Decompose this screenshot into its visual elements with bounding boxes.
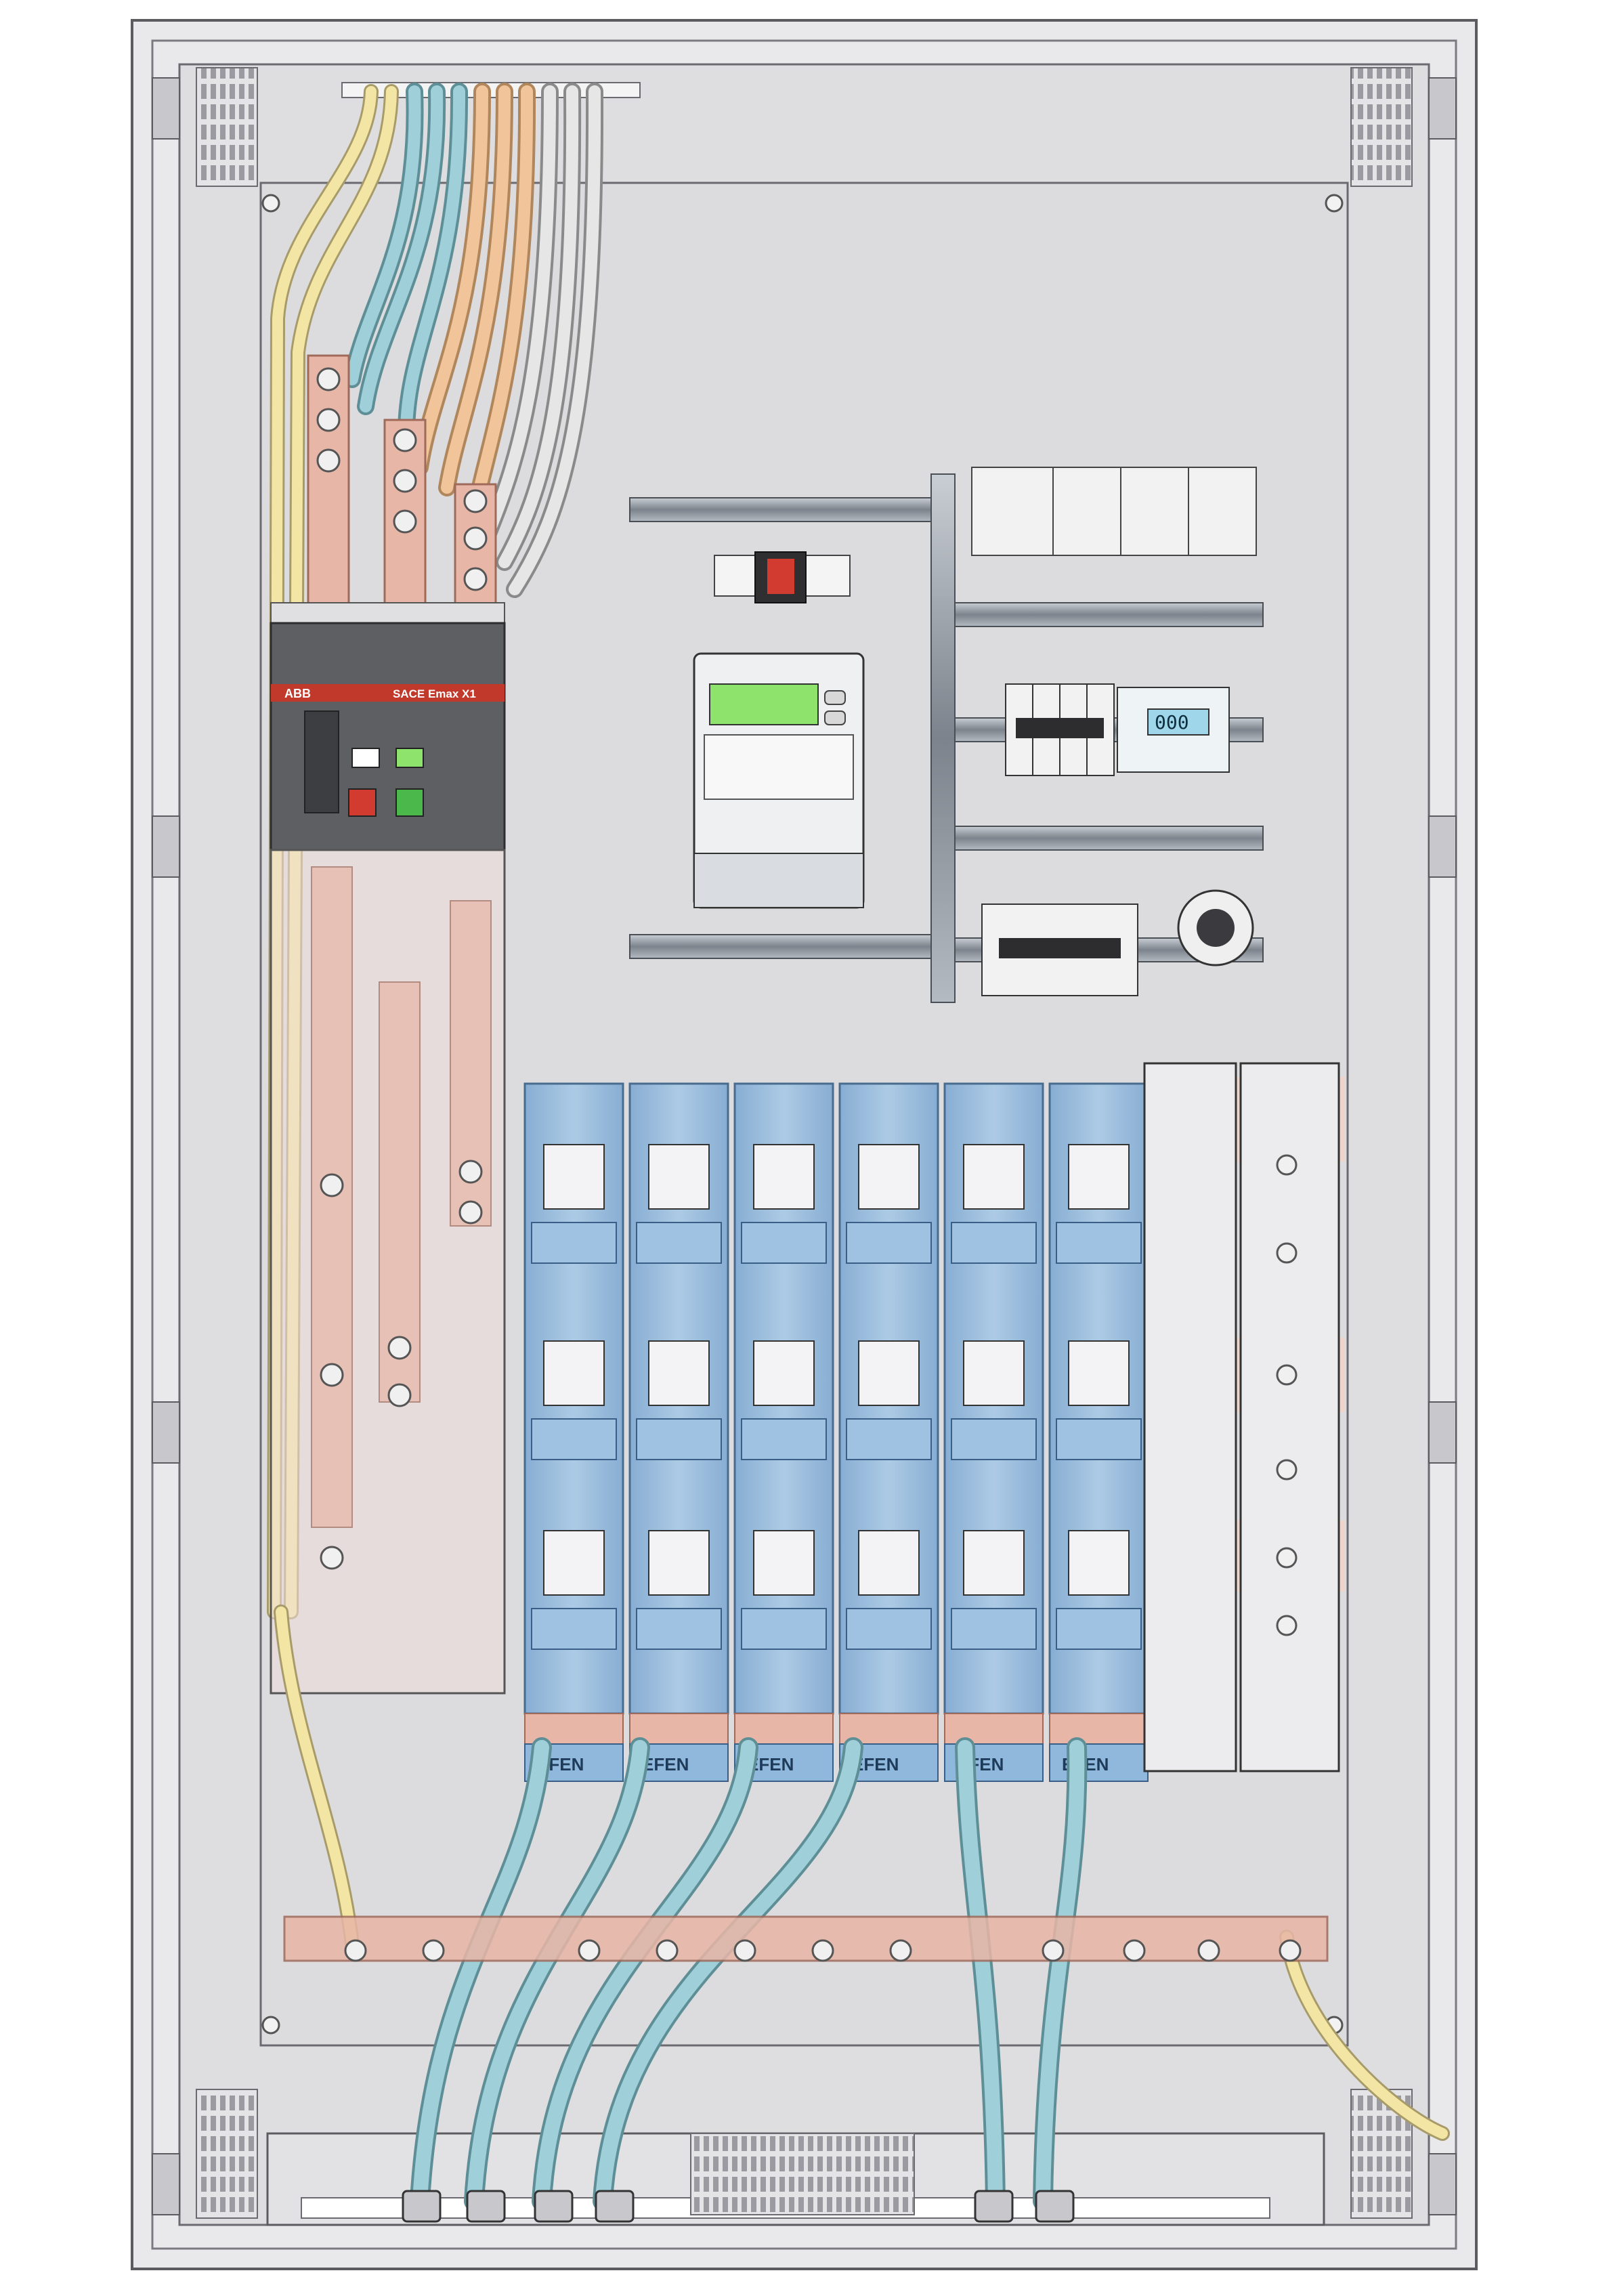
panel-meters (971, 467, 1257, 556)
incoming-busbars (307, 354, 497, 608)
breaker-model: SACE Emax X1 (393, 687, 476, 700)
din-breakers-row-2 (981, 889, 1254, 996)
din-display-text: 000 (1155, 711, 1189, 734)
fuse-switch-unit: EFEN (733, 1082, 834, 1782)
breaker-off-button (348, 788, 377, 817)
cable-glands (402, 2190, 1075, 2223)
fuse-brand-label: EFEN (642, 1754, 689, 1774)
fuse-switch-unit: EFEN (628, 1082, 729, 1782)
main-circuit-breaker: ABB SACE Emax X1 (270, 602, 506, 1695)
fuse-switch-unit: EFEN (1048, 1082, 1149, 1782)
breaker-brand: ABB (284, 687, 311, 700)
incoming-cables (267, 83, 604, 1619)
fuse-switch-unit: EFEN (943, 1082, 1044, 1782)
neutral-pe-bars (1143, 1062, 1344, 1772)
pe-busbar (283, 1915, 1329, 1962)
energy-meter (693, 652, 865, 909)
fuse-switch-unit: EFEN (523, 1082, 624, 1782)
rotary-disconnect-switch (714, 551, 851, 603)
fuse-switch-unit: EFEN (838, 1082, 939, 1782)
breaker-on-button (395, 788, 424, 817)
din-breakers-row-1: 000 (1005, 683, 1230, 776)
meter-lcd (709, 683, 819, 725)
